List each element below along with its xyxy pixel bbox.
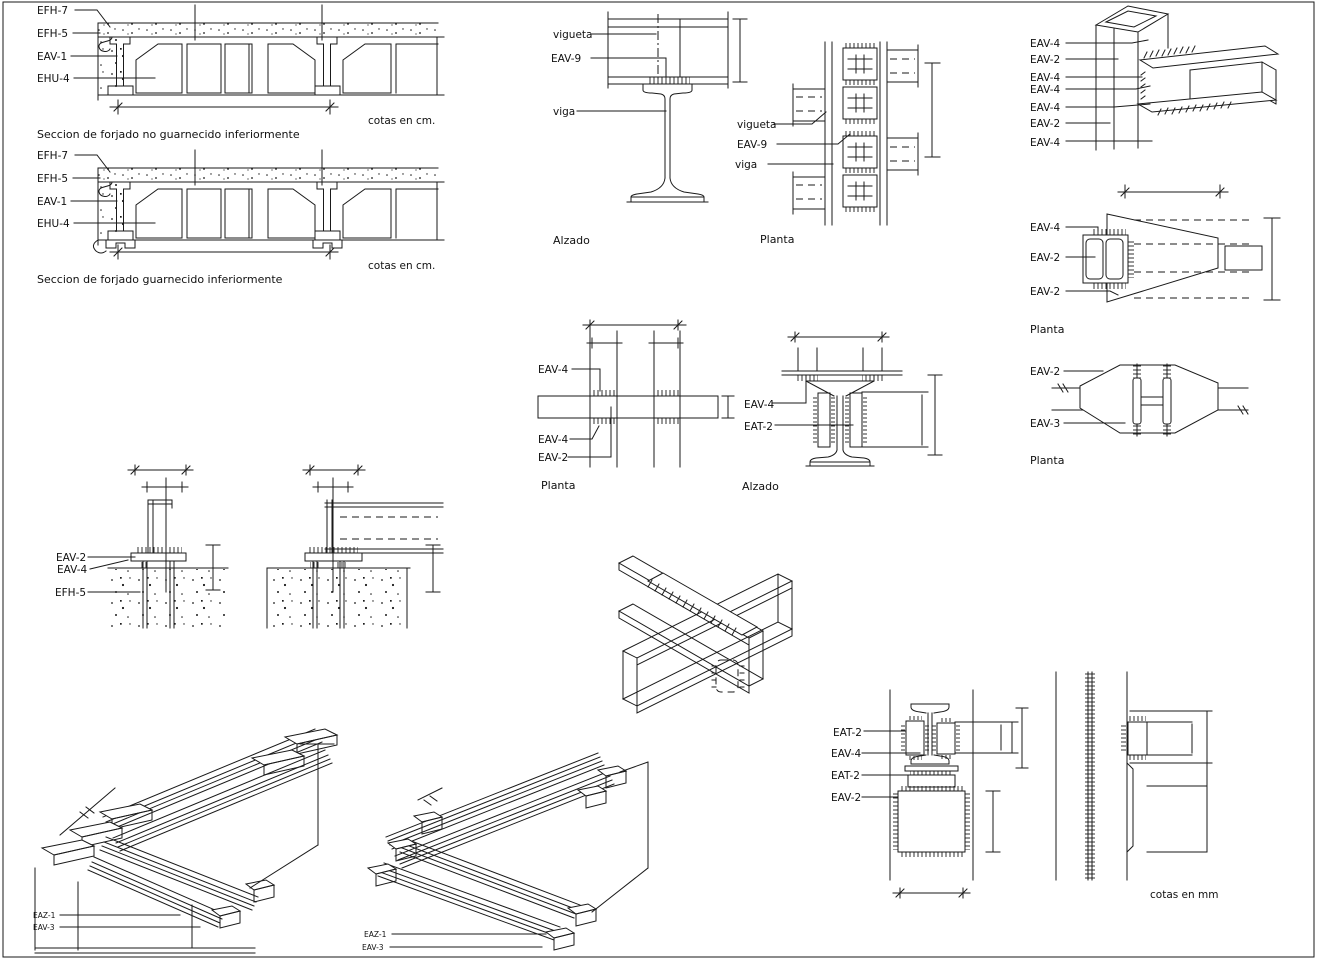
- detail-crossing-plan: EAV-4 EAV-4 EAV-2 Planta: [537, 319, 735, 492]
- units-note: cotas en cm.: [368, 260, 435, 272]
- label-eav4: EAV-4: [1030, 84, 1061, 96]
- end-caps: [366, 765, 628, 951]
- label-efh7: EFH-7: [37, 5, 68, 17]
- label-eav4: EAV-4: [1030, 38, 1061, 50]
- view-caption: Planta: [541, 479, 575, 492]
- detail-wall-joint: cotas en mm: [1055, 671, 1218, 901]
- label-eav4: EAV-4: [57, 564, 88, 576]
- label-eav4: EAV-4: [1030, 137, 1061, 149]
- label-eav4: EAV-4: [538, 364, 569, 376]
- label-eav2: EAV-2: [1030, 286, 1060, 298]
- units-note: cotas en mm: [1150, 889, 1218, 901]
- label-eav4: EAV-4: [831, 748, 862, 760]
- detail-caption: Seccion de forjado guarnecido inferiorme…: [37, 273, 283, 286]
- detail-column-plan: EAV-4 EAV-2 EAV-2 Planta: [1030, 213, 1281, 336]
- label-eav1: EAV-1: [37, 51, 67, 63]
- view-caption: Planta: [760, 233, 794, 246]
- label-eav2: EAV-2: [538, 452, 568, 464]
- label-viga: viga: [735, 159, 757, 171]
- label-eav4: EAV-4: [538, 434, 569, 446]
- label-eav4: EAV-4: [1030, 72, 1061, 84]
- label-eav2: EAV-2: [831, 792, 861, 804]
- units-note: cotas en cm.: [368, 115, 435, 127]
- label-eav2: EAV-2: [56, 552, 86, 564]
- label-eav3: EAV-3: [1030, 418, 1060, 430]
- view-caption: Alzado: [553, 234, 590, 247]
- label-eav4: EAV-4: [744, 399, 775, 411]
- detail-stiffener-elevation: EAT-2 EAV-4 EAT-2 EAV-2: [831, 689, 1029, 899]
- detail-column-base-left: EAV-2 EAV-4 EFH-5: [55, 464, 229, 629]
- step-blocks: [40, 728, 339, 929]
- label-eaz1: EAZ-1: [33, 911, 56, 920]
- detail-joint-plan: vigueta EAV-9 viga Planta: [735, 41, 941, 246]
- view-caption: Alzado: [742, 480, 779, 493]
- label-vigueta: vigueta: [737, 119, 776, 131]
- detail-slab-section-plastered: EFH-7 EFH-5 EAV-1 EHU-4 cotas en cm. Sec…: [37, 150, 444, 286]
- label-vigueta: vigueta: [553, 29, 592, 41]
- label-eav9: EAV-9: [551, 53, 581, 65]
- label-eav2: EAV-2: [1030, 366, 1060, 378]
- label-efh7: EFH-7: [37, 150, 68, 162]
- label-eav4: EAV-4: [1030, 102, 1061, 114]
- detail-stair-iso-left: EAZ-1 EAV-3: [33, 728, 339, 954]
- label-efh5: EFH-5: [37, 173, 68, 185]
- label-eav9: EAV-9: [737, 139, 767, 151]
- detail-joint-elevation: vigueta EAV-9 viga Alzado: [551, 11, 748, 247]
- label-eat2: EAT-2: [744, 421, 773, 433]
- detail-stair-iso-mid: EAZ-1 EAV-3: [362, 752, 649, 952]
- label-eav3: EAV-3: [362, 943, 384, 952]
- detail-column-base-right: [266, 464, 444, 629]
- label-eav3: EAV-3: [33, 923, 55, 932]
- label-efh5: EFH-5: [55, 587, 86, 599]
- label-viga: viga: [553, 106, 575, 118]
- detail-crossing-isometric: [617, 555, 794, 714]
- view-caption: Planta: [1030, 454, 1064, 467]
- label-ehu4: EHU-4: [37, 218, 70, 230]
- label-eav4: EAV-4: [1030, 222, 1061, 234]
- label-ehu4: EHU-4: [37, 73, 70, 85]
- detail-corner-isometric: EAV-4 EAV-2 EAV-4 EAV-4 EAV-4 EAV-2 EAV-…: [1030, 5, 1280, 199]
- detail-crossing-elevation: EAV-4 EAT-2 Alzado: [742, 331, 943, 493]
- view-caption: Planta: [1030, 323, 1064, 336]
- label-efh5: EFH-5: [37, 28, 68, 40]
- label-eat2: EAT-2: [833, 727, 862, 739]
- label-eaz1: EAZ-1: [364, 930, 387, 939]
- detail-caption: Seccion de forjado no guarnecido inferio…: [37, 128, 300, 141]
- label-eav2: EAV-2: [1030, 252, 1060, 264]
- label-eat2: EAT-2: [831, 770, 860, 782]
- detail-splice-plan: EAV-2 EAV-3 Planta: [1030, 363, 1249, 467]
- label-eav2: EAV-2: [1030, 54, 1060, 66]
- label-eav1: EAV-1: [37, 196, 67, 208]
- detail-slab-section-unplastered: EFH-7 EFH-5 EAV-1 EHU-4 cotas en cm. Sec…: [37, 5, 444, 141]
- label-eav2: EAV-2: [1030, 118, 1060, 130]
- weld-plates: [842, 43, 878, 212]
